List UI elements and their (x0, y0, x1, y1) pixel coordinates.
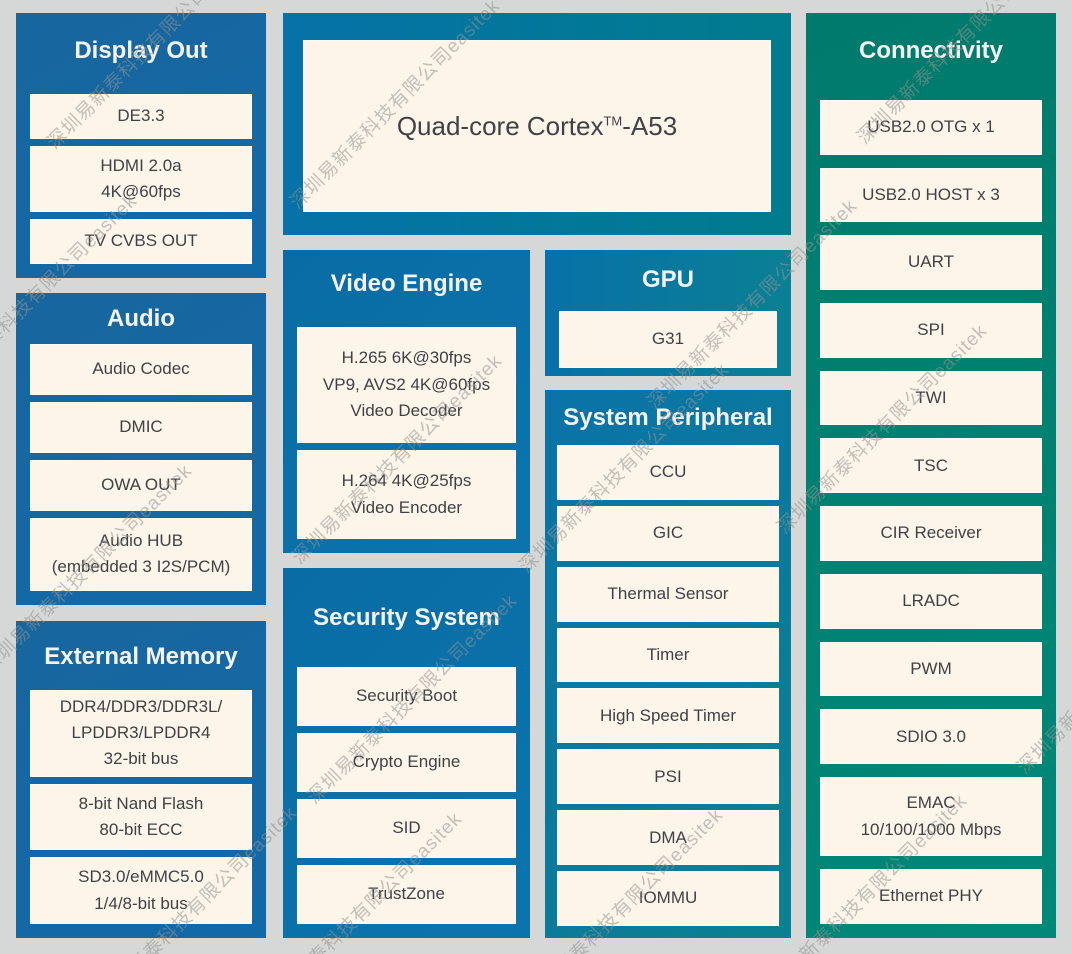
block-thermal-sensor: Thermal Sensor (557, 566, 779, 622)
panel-video-engine: Video Engine H.265 6K@30fps VP9, AVS2 4K… (283, 250, 530, 553)
block-pwm: PWM (820, 641, 1042, 697)
block-sid: SID (297, 798, 516, 858)
block-sdio-3.0: SDIO 3.0 (820, 709, 1042, 765)
block-ccu: CCU (557, 444, 779, 500)
panel-items-gpu: G31 (559, 310, 777, 368)
block-usb2.0-otg-x-1: USB2.0 OTG x 1 (820, 99, 1042, 155)
block-security-boot: Security Boot (297, 666, 516, 726)
block-dmic: DMIC (30, 401, 252, 453)
block-ethernet-phy: Ethernet PHY (820, 869, 1042, 924)
block-hdmi-2.0a: HDMI 2.0a 4K@60fps (30, 146, 252, 212)
block-sd3.0-emmc5.0: SD3.0/eMMC5.0 1/4/8-bit bus (30, 857, 252, 924)
block-gic: GIC (557, 505, 779, 561)
block-g31: G31 (559, 310, 777, 368)
panel-items-video-engine: H.265 6K@30fps VP9, AVS2 4K@60fps Video … (297, 326, 516, 539)
block-psi: PSI (557, 749, 779, 805)
cpu-name: Quad-core CortexTM-A53 (397, 106, 677, 146)
block-spi: SPI (820, 303, 1042, 358)
block-audio-codec: Audio Codec (30, 343, 252, 395)
panel-cpu: Quad-core CortexTM-A53 (283, 13, 791, 235)
panel-items-external-memory: DDR4/DDR3/DDR3L/ LPDDR3/LPDDR4 32-bit bu… (30, 689, 252, 924)
block-uart: UART (820, 235, 1042, 290)
block-tsc: TSC (820, 438, 1042, 494)
panel-title-gpu: GPU (641, 266, 694, 293)
block-audio-hub: Audio HUB (embedded 3 I2S/PCM) (30, 517, 252, 592)
block-iommu: IOMMU (557, 871, 779, 927)
block-trustzone: TrustZone (297, 864, 516, 924)
block-usb2.0-host-x-3: USB2.0 HOST x 3 (820, 167, 1042, 223)
block-timer: Timer (557, 627, 779, 683)
panel-title-system-peripheral: System Peripheral (563, 404, 773, 431)
panel-items-connectivity: USB2.0 OTG x 1 USB2.0 HOST x 3 UART SPI TWI T… (820, 99, 1042, 924)
block-twi: TWI (820, 370, 1042, 426)
panel-gpu: GPU G31 (545, 250, 791, 376)
block-dma: DMA (557, 810, 779, 866)
panel-title-security-system: Security System (313, 604, 500, 631)
block-high-speed-timer: High Speed Timer (557, 688, 779, 744)
block-owa-out: OWA OUT (30, 459, 252, 511)
panel-title-display-out: Display Out (74, 37, 208, 64)
block-h.264-4k-25fps: H.264 4K@25fps Video Encoder (297, 450, 516, 539)
block-quad-core-cortex-a53: Quad-core CortexTM-A53 (303, 40, 771, 212)
block-8-bit-nand-flash: 8-bit Nand Flash 80-bit ECC (30, 783, 252, 851)
block-ddr4-ddr3-ddr3l: DDR4/DDR3/DDR3L/ LPDDR3/LPDDR4 32-bit bu… (30, 689, 252, 777)
cpu-name-main: Quad-core Cortex (396, 110, 604, 141)
panel-title-video-engine: Video Engine (330, 270, 483, 297)
panel-title-audio: Audio (107, 305, 175, 332)
cpu-name-trademark: TM (603, 113, 623, 129)
block-emac: EMAC 10/100/1000 Mbps (820, 777, 1042, 857)
panel-connectivity: Connectivity USB2.0 OTG x 1 USB2.0 HOST x… (806, 13, 1056, 938)
cpu-name-suffix: -A53 (622, 110, 678, 141)
panel-title-external-memory: External Memory (44, 643, 238, 670)
block-lradc: LRADC (820, 573, 1042, 629)
block-crypto-engine: Crypto Engine (297, 732, 516, 792)
block-h.265-6k-30fps: H.265 6K@30fps VP9, AVS2 4K@60fps Video … (297, 326, 516, 444)
block-cir-receiver: CIR Receiver (820, 506, 1042, 561)
block-tv-cvbs-out: TV CVBS OUT (30, 218, 252, 264)
block-de3.3: DE3.3 (30, 93, 252, 140)
panel-title-connectivity: Connectivity (858, 37, 1004, 64)
panel-external-memory: External Memory DDR4/DDR3/DDR3L/ LPDDR3/… (16, 621, 266, 938)
